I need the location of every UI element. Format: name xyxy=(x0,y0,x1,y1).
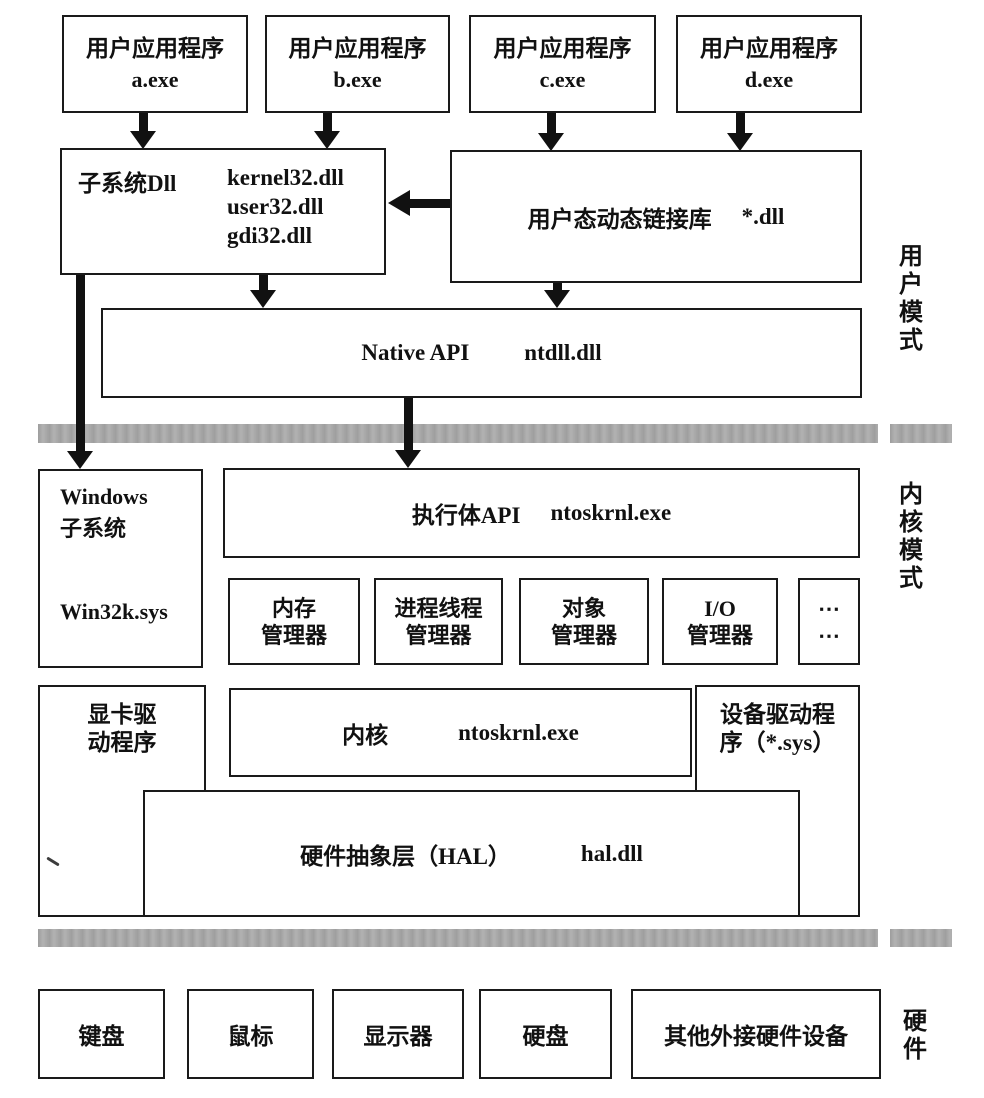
hardware-label: 其他外接硬件设备 xyxy=(664,1024,848,1049)
user-app-file: c.exe xyxy=(539,67,586,92)
manager-label: 管理器 xyxy=(405,622,472,648)
user-app-title: 用户应用程序 xyxy=(493,36,632,61)
arrow-down-icon xyxy=(67,275,93,469)
user-app-title: 用户应用程序 xyxy=(700,36,838,61)
user-app-box-c: 用户应用程序 c.exe xyxy=(469,15,656,113)
ellipsis-manager-box: ⋯ ⋯ xyxy=(798,578,860,665)
arrow-down-icon xyxy=(314,113,340,149)
other-devices-box: 其他外接硬件设备 xyxy=(631,989,881,1079)
ellipsis-label: ⋯ xyxy=(818,622,840,648)
hardware-divider-bar-segment xyxy=(890,929,952,947)
arrow-down-icon xyxy=(250,275,276,308)
hardware-divider-bar xyxy=(38,929,878,947)
manager-label: 管理器 xyxy=(550,622,617,648)
manager-label: 管理器 xyxy=(260,622,327,648)
windows-subsystem-box: Windows 子系统 Win32k.sys xyxy=(38,469,203,668)
arrow-down-icon xyxy=(544,283,570,308)
kernel-file: ntoskrnl.exe xyxy=(458,719,579,745)
user-mode-dll-file: *.dll xyxy=(741,203,785,229)
hardware-label: 硬盘 xyxy=(522,1024,569,1049)
user-app-file: a.exe xyxy=(131,67,179,92)
executive-api-file: ntoskrnl.exe xyxy=(550,500,672,525)
graphics-driver-label: 动程序 xyxy=(87,730,157,755)
dll-file: gdi32.dll xyxy=(227,223,313,248)
windows-subsystem-file: Win32k.sys xyxy=(60,599,168,624)
user-mode-side-label: 用户模式 xyxy=(899,244,923,354)
device-driver-label: 设备驱动程 xyxy=(720,702,835,727)
user-app-box-b: 用户应用程序 b.exe xyxy=(265,15,450,113)
user-mode-dll-title: 用户态动态链接库 xyxy=(527,206,712,232)
mode-divider-bar xyxy=(38,424,878,443)
process-thread-manager-box: 进程线程 管理器 xyxy=(374,578,503,665)
windows-subsystem-title-line2: 子系统 xyxy=(60,516,127,541)
ellipsis-label: ⋯ xyxy=(818,595,840,621)
mode-divider-bar-segment xyxy=(890,424,952,443)
user-app-file: d.exe xyxy=(744,67,794,92)
manager-label: I/O xyxy=(704,595,736,621)
dll-file: kernel32.dll xyxy=(227,165,344,190)
kernel-title: 内核 xyxy=(342,722,389,748)
executive-api-title: 执行体API xyxy=(411,503,521,528)
graphics-driver-label: 显卡驱 xyxy=(87,702,157,727)
user-mode-dll-box: 用户态动态链接库 *.dll xyxy=(450,150,862,283)
native-api-box: Native API ntdll.dll xyxy=(101,308,862,398)
windows-subsystem-title-line1: Windows xyxy=(60,484,148,509)
user-app-file: b.exe xyxy=(333,67,382,92)
hardware-label: 键盘 xyxy=(78,1024,125,1049)
hal-box: 硬件抽象层（HAL） hal.dll xyxy=(143,790,800,917)
mouse-box: 鼠标 xyxy=(187,989,314,1079)
monitor-box: 显示器 xyxy=(332,989,464,1079)
manager-label: 内存 xyxy=(271,595,316,621)
manager-label: 管理器 xyxy=(686,622,753,648)
arrow-down-icon xyxy=(727,113,753,151)
manager-label: 对象 xyxy=(561,595,606,621)
device-driver-label: 序（*.sys） xyxy=(719,730,836,755)
user-app-title: 用户应用程序 xyxy=(288,36,427,61)
user-app-box-a: 用户应用程序 a.exe xyxy=(62,15,248,113)
dll-file: user32.dll xyxy=(227,194,324,219)
arrow-down-icon xyxy=(538,113,564,151)
subsystem-dll-box: 子系统Dll kernel32.dll user32.dll gdi32.dll xyxy=(60,148,386,275)
kernel-mode-side-label: 内核模式 xyxy=(899,482,923,592)
keyboard-box: 键盘 xyxy=(38,989,165,1079)
native-api-file: ntdll.dll xyxy=(524,340,602,365)
subsystem-dll-title: 子系统Dll xyxy=(78,171,177,196)
subsystem-dll-files: kernel32.dll user32.dll gdi32.dll xyxy=(227,163,344,250)
arrow-left-icon xyxy=(388,190,450,216)
executive-api-box: 执行体API ntoskrnl.exe xyxy=(223,468,860,558)
hardware-side-label: 硬件 xyxy=(903,1009,927,1063)
kernel-box: 内核 ntoskrnl.exe xyxy=(229,688,692,777)
hardware-label: 鼠标 xyxy=(227,1024,274,1049)
user-app-title: 用户应用程序 xyxy=(86,36,224,61)
native-api-title: Native API xyxy=(361,340,470,365)
hardware-label: 显示器 xyxy=(363,1024,433,1049)
object-manager-box: 对象 管理器 xyxy=(519,578,649,665)
manager-label: 进程线程 xyxy=(394,595,483,621)
hal-title: 硬件抽象层（HAL） xyxy=(300,843,511,869)
memory-manager-box: 内存 管理器 xyxy=(228,578,360,665)
user-app-box-d: 用户应用程序 d.exe xyxy=(676,15,862,113)
hal-file: hal.dll xyxy=(580,840,643,866)
harddisk-box: 硬盘 xyxy=(479,989,612,1079)
io-manager-box: I/O 管理器 xyxy=(662,578,778,665)
arrow-down-icon xyxy=(130,113,156,149)
arrow-down-icon xyxy=(395,398,421,468)
